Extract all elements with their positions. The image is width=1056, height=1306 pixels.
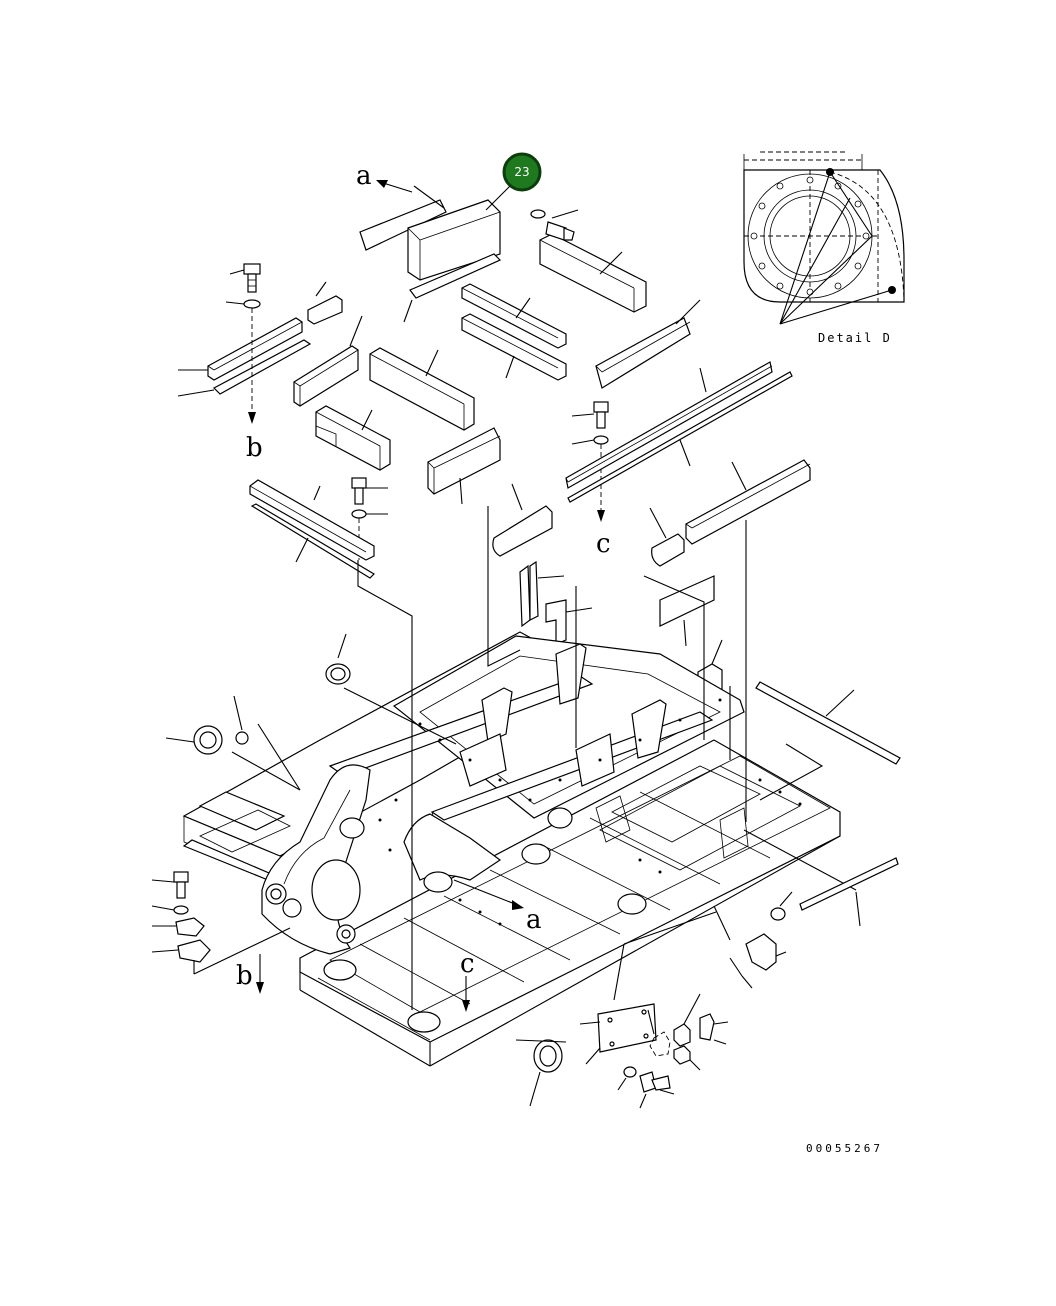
- small-brackets: [579, 933, 787, 1109]
- bolt-icon: [639, 1071, 671, 1093]
- detail-d-label: Detail D: [818, 331, 892, 345]
- bolt-icon: [243, 263, 261, 293]
- seal-ring-icon: [533, 1039, 563, 1073]
- view-label-c-top: c: [596, 529, 611, 559]
- view-label-b-top: b: [246, 433, 263, 463]
- view-label-b-frame: b: [236, 961, 253, 991]
- bolt-icon: [545, 221, 575, 241]
- upper-panel-parts: [177, 185, 701, 505]
- view-label-a-frame: a: [526, 905, 542, 935]
- detail-d-view: Detail D: [743, 151, 905, 345]
- seal-rings: [165, 633, 793, 1107]
- callout-23-button[interactable]: 23: [485, 152, 542, 211]
- seal-ring-icon: [325, 663, 351, 685]
- view-label-a-top: a: [356, 161, 372, 191]
- view-label-c-frame: c: [460, 949, 475, 979]
- bolt-icon: [593, 401, 609, 429]
- bolt-icon: [351, 477, 367, 505]
- main-frame: [182, 631, 841, 1067]
- bolt-icon: [173, 871, 189, 899]
- rail-parts-right: [492, 361, 811, 567]
- document-number: 00055267: [806, 1142, 883, 1155]
- rail-parts-left: [249, 479, 375, 579]
- view-arrows-frame: a b c: [236, 879, 542, 1012]
- callout-number: 23: [514, 165, 529, 179]
- bolt-and-washer-set: b c: [151, 209, 611, 974]
- seal-ring-icon: [193, 725, 223, 755]
- view-arrow-a: a: [356, 161, 413, 193]
- mounting-holes: [378, 698, 802, 926]
